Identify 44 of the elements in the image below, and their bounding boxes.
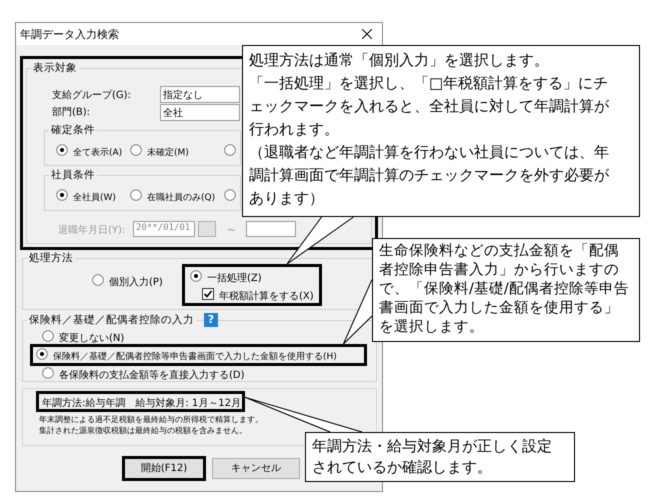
callout-pointer [244, 396, 362, 432]
radio-button: 全て表示(A) [56, 144, 122, 160]
radio-button: 個別入力(P) [92, 274, 163, 289]
group-heading: 社員条件 [49, 168, 97, 182]
button: 開始(F12) [122, 456, 206, 481]
callout-text: 年調方法・給与対象月が正しく設定されているか確認します。 [312, 436, 553, 478]
highlight-box: 年調方法:給与年調 給与対象月: 1月～12月 [36, 391, 245, 412]
group-heading: 確定条件 [49, 123, 97, 137]
group-heading: 処理方法 [27, 251, 75, 265]
callout-box [242, 45, 640, 217]
group-heading: 保険料／基礎／配偶者控除の入力 [27, 313, 196, 327]
radio-button: 変更しない(N) [42, 330, 124, 345]
callout-text: 生命保険料などの支払金額を「配偶者控除申告書入力」から行いますので、「保険料/基礎/配偶者控除等申告書画面で入力した金額を使用する」を選択します。 [379, 242, 630, 337]
field-label: 部門(B): [52, 106, 90, 119]
radio-button [224, 144, 236, 159]
input-field: 20**/01/01 [133, 221, 195, 237]
radio-button: 未確定(M) [130, 144, 189, 160]
help-icon: ? [204, 313, 218, 327]
window-title: 年調データ入力検索 [20, 27, 119, 42]
radio-button: 保険料／基礎／配偶者控除等申告書画面で入力した金額を使用する(H) [36, 348, 337, 364]
callout-text: （退職者など年調計算を行わない社員については、年調計算画面で年調計算のチェックマークを外す必要があります） [249, 142, 610, 209]
info-text: 集計された源泉徴収税額は最終給与の税額を含みません。 [39, 426, 247, 436]
input-field: 指定なし [160, 86, 240, 103]
field-label: 退職年月日(Y): [58, 224, 126, 237]
group-heading: 表示対象 [31, 61, 79, 75]
range-separator: ～ [226, 222, 237, 237]
radio-button [224, 189, 236, 204]
field-label: 支給グループ(G): [52, 88, 131, 102]
highlight-frame [182, 264, 322, 306]
callout-text: 処理方法は通常「個別入力」を選択します。 [249, 50, 550, 71]
button: キャンセル [212, 458, 300, 479]
radio-button: 在職社員のみ(Q) [130, 189, 216, 205]
info-text: 年末調整による過不足税額を最終給与の所得税で精算します。 [39, 415, 263, 425]
callout-text: 「一括処理」を選択し、「□年税額計算をする」にチェックマークを入れると、全社員に対して年調計算が行われます。 [249, 73, 610, 140]
radio-button: 一括処理(Z) [190, 270, 262, 285]
callout-pointer [286, 216, 354, 264]
radio-button: 各保険料の支払金額等を直接入力する(D) [42, 367, 245, 382]
input-field [246, 221, 296, 237]
callout-pointer [342, 279, 372, 344]
button [198, 221, 216, 237]
highlight-frame [30, 344, 367, 366]
input-field: 全社 [160, 104, 240, 121]
checkbox: 年税額計算をする(X) [202, 288, 314, 303]
radio-button: 全社員(W) [56, 189, 116, 205]
